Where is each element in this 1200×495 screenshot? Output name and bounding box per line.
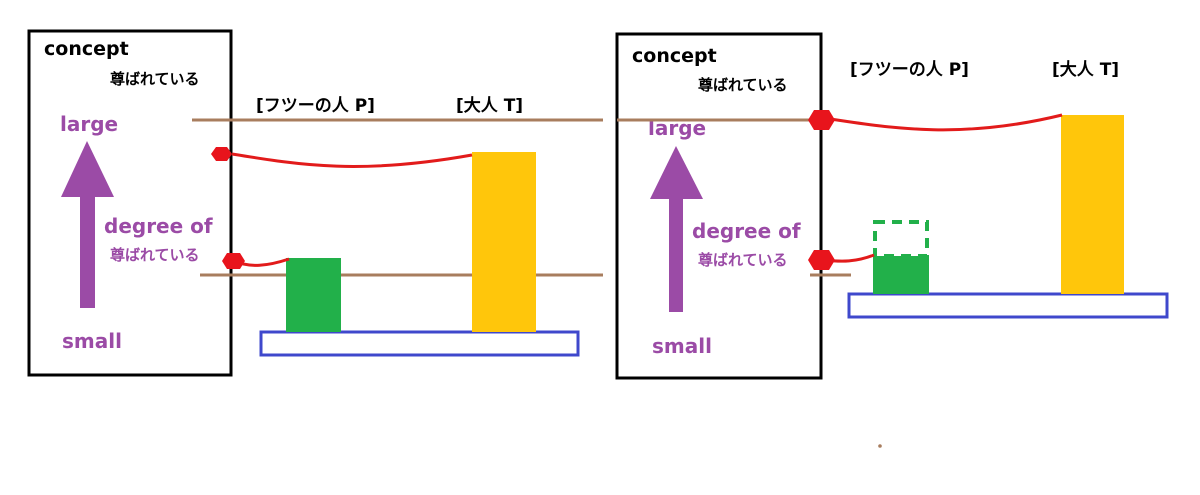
right-upper-red-node	[808, 110, 835, 130]
right-axis-degree-subtitle: 尊ばれている	[698, 251, 788, 269]
right-green-bar-p	[873, 256, 929, 294]
stray-dot	[878, 444, 882, 448]
right-concept-title: concept	[632, 45, 717, 67]
left-axis-large-label: large	[60, 112, 118, 136]
right-upper-red-curve	[823, 113, 1063, 132]
right-concept-box	[615, 32, 823, 380]
right-concept-subtitle: 尊ばれている	[698, 76, 788, 94]
left-base-platform	[259, 330, 580, 357]
right-green-dashed-extension	[873, 220, 929, 258]
right-lower-red-node	[808, 250, 835, 270]
left-panel: concept 尊ばれている large degree of 尊ばれている sm…	[27, 29, 603, 377]
right-panel: concept 尊ばれている large degree of 尊ばれている sm…	[615, 32, 1169, 448]
left-concept-subtitle: 尊ばれている	[110, 70, 200, 88]
left-person-p-label: [フツーの人 P]	[256, 96, 375, 116]
left-lower-red-node	[222, 253, 245, 269]
right-axis-degree-label: degree of	[692, 219, 801, 243]
left-concept-box	[27, 29, 233, 377]
right-up-arrow-icon	[650, 146, 703, 312]
left-axis-degree-label: degree of	[104, 214, 213, 238]
left-yellow-bar-t	[472, 152, 536, 332]
left-axis-degree-subtitle: 尊ばれている	[110, 246, 200, 264]
right-adult-t-label: [大人 T]	[1052, 59, 1119, 80]
left-adult-t-label: [大人 T]	[456, 95, 523, 116]
left-axis-small-label: small	[62, 329, 122, 353]
right-axis-small-label: small	[652, 334, 712, 358]
left-up-arrow-icon	[61, 141, 114, 308]
right-base-platform	[847, 292, 1169, 319]
left-upper-red-curve	[231, 152, 473, 168]
right-yellow-bar-t	[1061, 115, 1124, 294]
left-upper-red-node	[211, 147, 232, 161]
left-concept-title: concept	[44, 38, 129, 60]
right-person-p-label: [フツーの人 P]	[850, 60, 969, 80]
left-green-bar-p	[286, 258, 341, 332]
